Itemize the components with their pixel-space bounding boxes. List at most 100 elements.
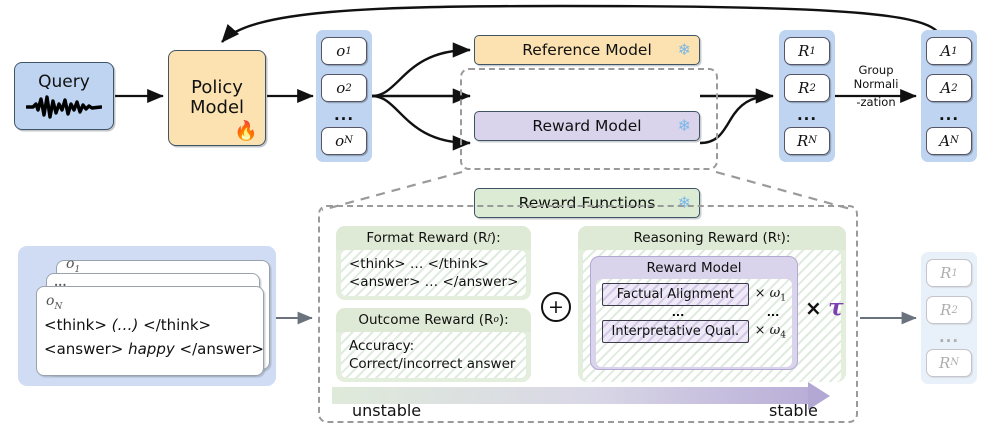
output-1-label: o: [336, 42, 346, 60]
answer-open-tag: <answer>: [44, 340, 124, 358]
advantage-1-sub: 1: [951, 45, 958, 57]
inner-reward-model-title: Reward Model: [646, 260, 742, 276]
reasoning-reward-title-end: ):: [780, 230, 791, 246]
tau-multiplier: × τ: [805, 294, 844, 321]
group-normalization-label: Group Normali -zation: [840, 63, 912, 110]
stability-arrow-head: [808, 382, 830, 410]
sample-answer-line: <answer> happy </answer>: [44, 340, 264, 358]
criteria-ellipsis: ...: [671, 305, 685, 319]
inner-reward-model-box: Reward Model Factual Alignment × ω1 ... …: [590, 256, 798, 370]
think-content: (…): [111, 316, 139, 334]
stability-gradient-bar: [332, 387, 808, 404]
tau-mul-symbol: ×: [805, 296, 822, 320]
outcome-reward-line-2: Correct/incorrect answer: [349, 356, 516, 373]
weight-symbol-1: ω: [769, 285, 781, 301]
format-reward-title-end: ):: [490, 230, 501, 246]
group-norm-line3: -zation: [856, 95, 896, 110]
sample-front-sub: N: [54, 301, 63, 312]
criterion-interpretative-weight: × ω4: [755, 323, 786, 341]
format-reward-title-main: Format Reward (R: [366, 230, 488, 246]
final-reward-2-label: R: [940, 301, 952, 320]
think-close-tag: </think>: [143, 316, 212, 334]
audio-waveform-icon: [26, 94, 102, 119]
final-rewards-ellipsis: ...: [938, 327, 960, 346]
stable-label: stable: [769, 401, 818, 420]
reward-functions-label: Reward Functions: [518, 194, 656, 212]
final-reward-n-label: R: [938, 353, 951, 372]
outcome-reward-title-end: ):: [498, 312, 509, 328]
final-reward-1-label: R: [940, 264, 952, 282]
policy-model-label-line1: Policy: [191, 76, 243, 98]
query-label: Query: [38, 72, 90, 93]
query-box[interactable]: Query: [14, 62, 114, 130]
reward-group-dashed-border: [460, 68, 718, 170]
reward-model-label: Reward Model: [532, 117, 642, 135]
sample-card-front[interactable]: [36, 286, 264, 376]
reasoning-reward-body: Reward Model Factual Alignment × ω1 ... …: [583, 250, 844, 382]
reward-n-label: R: [796, 131, 809, 150]
answer-close-tag: </answer>: [179, 340, 264, 358]
think-open-tag: <think>: [44, 316, 107, 334]
criteria-list: Factual Alignment × ω1 ... ... Interpret…: [596, 279, 792, 367]
outcome-reward-title-main: Outcome Reward (R: [358, 312, 494, 328]
reward-2-label: R: [798, 79, 810, 98]
reasoning-reward-title-main: Reasoning Reward (R: [633, 230, 778, 246]
unstable-label: unstable: [352, 401, 422, 420]
advantage-n-sub: N: [950, 135, 959, 147]
criterion-interpretative-qual[interactable]: Interpretative Qual.: [602, 320, 749, 343]
reward-detail-dashed-panel: [318, 205, 858, 423]
advantage-2-label: A: [940, 79, 952, 98]
snowflake-icon: ❄: [677, 40, 691, 59]
reward-2-sub: 2: [809, 82, 816, 94]
group-norm-line1: Group: [858, 63, 894, 77]
weights-ellipsis: ...: [766, 305, 780, 319]
output-2-label: o: [336, 79, 346, 98]
sample-outputs-stack: o1 ... oN <think> (…) </think> <answer> …: [18, 246, 276, 386]
sample-back-o: o: [66, 256, 75, 272]
reward-n-sub: N: [808, 135, 818, 147]
policy-model-box[interactable]: Policy Model 🔥: [168, 50, 266, 146]
sample-front-o: o: [46, 293, 55, 309]
weight-mul-1: ×: [754, 285, 766, 301]
format-reward-title-sub: f: [487, 233, 491, 243]
snowflake-icon: ❄: [677, 116, 691, 135]
sample-card-middle-dots: ...: [54, 275, 67, 289]
reference-model-label: Reference Model: [522, 41, 652, 59]
format-reward-line-1: <think> … </think>: [349, 256, 489, 272]
weight-mul-3: ×: [754, 322, 766, 338]
sample-think-line: <think> (…) </think>: [44, 316, 211, 334]
reward-functions-box[interactable]: Reward Functions ❄: [474, 188, 700, 218]
plus-operator-icon: +: [541, 292, 571, 322]
advantage-n-label: A: [939, 131, 951, 150]
reference-model-box[interactable]: Reference Model ❄: [474, 35, 700, 65]
criterion-factual-alignment[interactable]: Factual Alignment: [602, 283, 749, 306]
format-reward-body: <think> … </think> <answer> … </answer>: [341, 250, 526, 296]
sample-back-sub: 1: [74, 264, 81, 275]
fire-emoji-icon: 🔥: [234, 120, 258, 142]
final-reward-n-sub: N: [950, 357, 960, 369]
reward-model-box[interactable]: Reward Model ❄: [474, 111, 700, 141]
weight-sub-1: 1: [780, 293, 786, 304]
outcome-reward-body: Accuracy: Correct/incorrect answer: [341, 332, 526, 378]
advantages-ellipsis: ...: [938, 105, 960, 124]
